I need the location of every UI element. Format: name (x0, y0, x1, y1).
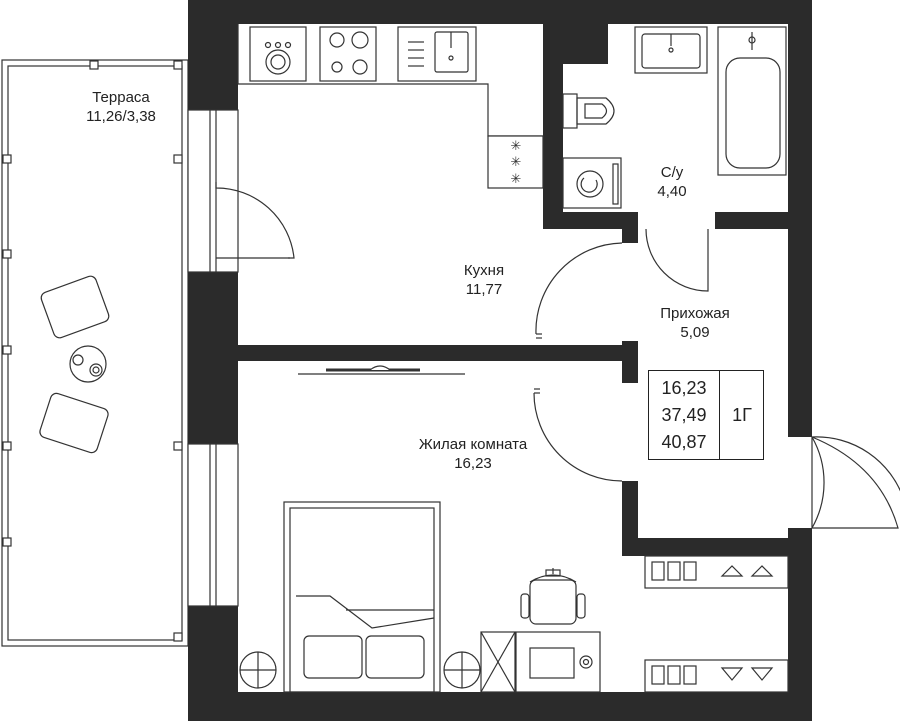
bathroom-area: 4,40 (657, 183, 687, 200)
terrace (1, 59, 189, 647)
toilet-icon (562, 93, 615, 129)
bathroom-name: С/у (660, 164, 684, 181)
terrace-table-icon (69, 345, 107, 383)
sink-icon (397, 26, 477, 82)
kitchen-furniture: ✳ ✳ ✳ (237, 24, 544, 189)
svg-text:✳: ✳ (511, 154, 522, 169)
bathroom-label: С/у 4,40 (657, 163, 686, 201)
terrace-name: Терраса (92, 89, 150, 106)
summary-total-area: 37,49 (661, 405, 707, 425)
bathroom-door (645, 228, 709, 292)
dishwasher-icon (249, 26, 307, 82)
kitchen-name: Кухня (463, 262, 505, 279)
nightstand-icon (239, 651, 277, 689)
area-summary-box: 16,23 37,49 40,87 1Г (648, 370, 764, 460)
living-area: 16,23 (454, 455, 492, 472)
hallway-label: Прихожая 5,09 (660, 304, 730, 342)
hallway-name: Прихожая (660, 305, 730, 322)
nightstand-icon (443, 651, 481, 689)
desk-icon (515, 631, 601, 693)
bathroom-fixtures (562, 26, 787, 209)
living-furniture (239, 365, 601, 693)
wardrobe-living (644, 659, 789, 693)
hallway-area: 5,09 (680, 324, 710, 341)
stove-icon (319, 26, 377, 82)
summary-living-area: 16,23 (661, 378, 707, 398)
kitchen-label: Кухня 11,77 (464, 261, 504, 299)
oven-icon: ✳ ✳ ✳ (487, 135, 544, 189)
summary-total-with-terrace: 40,87 (661, 432, 707, 452)
bathtub-icon (717, 26, 787, 176)
dresser-icon (480, 631, 516, 693)
walls (188, 0, 812, 721)
svg-text:✳: ✳ (511, 171, 522, 186)
terrace-chair-icon (40, 275, 110, 339)
tv-icon (298, 365, 465, 375)
washing-machine-icon (562, 157, 622, 209)
living-window (187, 443, 239, 607)
terrace-area: 11,26/3,38 (86, 108, 156, 125)
kitchen-window (187, 109, 239, 273)
wardrobe-hallway (644, 555, 789, 589)
kitchen-area: 11,77 (465, 281, 503, 298)
wardrobes (644, 555, 789, 693)
terrace-label: Терраса 11,26/3,38 (86, 88, 156, 126)
windows (187, 109, 239, 607)
doors (215, 182, 900, 529)
bed-icon (283, 501, 441, 693)
svg-text:✳: ✳ (511, 138, 522, 153)
washbasin-icon (634, 26, 708, 74)
living-name: Жилая комната (418, 436, 528, 453)
entrance-door (811, 436, 825, 529)
area-values: 16,23 37,49 40,87 (649, 375, 719, 456)
apartment-type: 1Г (719, 371, 764, 459)
chair-icon (520, 568, 586, 625)
kitchen-door (535, 242, 623, 335)
living-door (533, 392, 623, 482)
living-label: Жилая комната 16,23 (419, 435, 527, 473)
terrace-chair-icon (39, 392, 109, 454)
terrace-door (215, 182, 295, 259)
